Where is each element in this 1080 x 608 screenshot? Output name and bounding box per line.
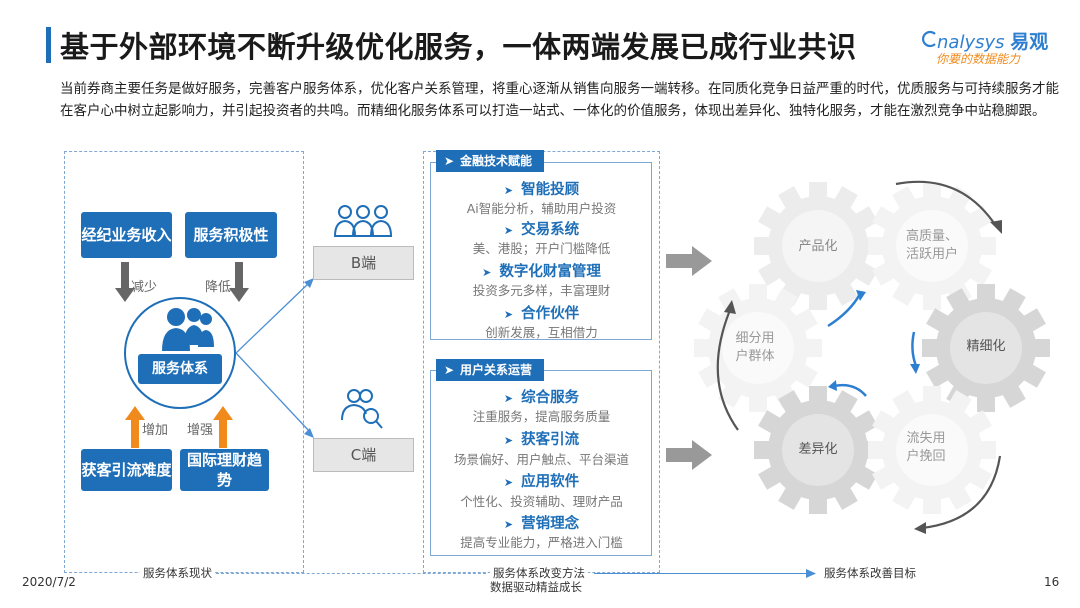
- arrow-bullet-icon: ➤: [503, 518, 514, 531]
- crm-tag: ➤ 用户关系运营: [436, 359, 545, 381]
- box-brokerage-income: 经纪业务收入: [81, 212, 172, 258]
- b-endpoint-box: B端: [313, 246, 414, 280]
- analysys-logo: nalysys 易观 你要的数据能力: [922, 27, 1052, 71]
- team-icon: [162, 308, 214, 351]
- blue-arrow-icon: [911, 331, 918, 367]
- box-intl-wealth-trend: 国际理财趋势: [180, 449, 269, 491]
- title-accent-bar: [46, 27, 51, 63]
- arrow-bullet-icon: ➤: [503, 308, 514, 321]
- item-digital-wealth-desc: 投资多元多样，丰富理财: [472, 283, 611, 298]
- item-integrated-service: ➤综合服务: [503, 390, 580, 406]
- arrow-bullet-icon: ➤: [503, 184, 514, 197]
- gear-label-recall: 流失用户挽回: [906, 431, 946, 464]
- crm-panel: [430, 370, 652, 556]
- flow-label-method: 服务体系改变方法: [490, 565, 588, 581]
- c-user-search-icon: [341, 389, 383, 429]
- service-system-label: 服务体系: [138, 354, 222, 384]
- item-marketing-concept: ➤营销理念: [503, 516, 580, 532]
- blue-arrow-head: [856, 290, 866, 301]
- cycle-arc-icon: [895, 180, 997, 227]
- cycle-arc-icon: [921, 455, 1002, 530]
- fintech-panel: [430, 162, 652, 340]
- b-users-icon: [333, 205, 393, 237]
- gear-recall: [868, 386, 996, 514]
- label-increase: 增加: [142, 423, 169, 438]
- gear-label-differentiate: 差异化: [798, 442, 838, 457]
- flow-line-2: [594, 573, 808, 574]
- gear-label-quality: 高质量、活跃用户: [905, 229, 958, 262]
- arrow-bullet-icon: ➤: [482, 266, 492, 279]
- footer-date: 2020/7/2: [22, 575, 76, 589]
- gear-cluster: [694, 180, 1050, 534]
- arrow-bullet-icon: ➤: [503, 434, 514, 447]
- item-integrated-service-desc: 注重服务，提高服务质量: [472, 409, 611, 424]
- flow-label-goal: 服务体系改善目标: [824, 566, 916, 580]
- cycle-arc-head: [914, 522, 926, 534]
- c-endpoint-box: C端: [313, 438, 414, 472]
- gear-productize: [754, 182, 882, 310]
- cycle-arc-head: [990, 220, 1002, 234]
- cycle-arc-head: [724, 300, 736, 314]
- blue-arrow-head: [828, 380, 837, 391]
- arrow-bullet-icon: ➤: [503, 392, 514, 405]
- big-arrow-right-icon: [666, 246, 712, 276]
- flow-arrow-icon: [806, 569, 816, 578]
- logo-a-icon: [922, 30, 936, 48]
- blue-arrow-icon: [833, 383, 867, 397]
- blue-arrow-icon: [827, 293, 862, 328]
- logo-tagline: 你要的数据能力: [936, 52, 1021, 66]
- box-acquisition-difficulty: 获客引流难度: [81, 449, 172, 491]
- arrow-bullet-icon: ➤: [503, 476, 514, 489]
- arrow-up-left-icon: [125, 406, 145, 448]
- fintech-tag: ➤ 金融技术赋能: [436, 150, 545, 172]
- gear-segment: [694, 284, 822, 412]
- flow-label-method-sub: 数据驱动精益成长: [490, 580, 582, 594]
- label-enhance: 增强: [187, 423, 214, 438]
- chevron-icon: ➤: [444, 363, 455, 377]
- chevron-icon: ➤: [444, 154, 455, 168]
- item-trading-system: ➤交易系统: [503, 222, 580, 238]
- box-service-initiative: 服务积极性: [185, 212, 277, 258]
- intro-paragraph: 当前券商主要任务是做好服务，完善客户服务体系，优化客户关系管理，将重心逐渐从销售…: [60, 81, 1059, 119]
- gear-label-refine: 精细化: [966, 339, 1006, 354]
- arrow-down-right-icon: [229, 262, 249, 302]
- blue-arrow-head: [910, 364, 920, 374]
- gear-quality: [868, 182, 996, 310]
- item-partners: ➤合作伙伴: [503, 306, 580, 322]
- page-title: 基于外部环境不断升级优化服务，一体两端发展已成行业共识: [60, 30, 857, 64]
- item-trading-system-desc: 美、港股；开户门槛降低: [472, 241, 611, 256]
- item-app-software: ➤应用软件: [503, 474, 580, 490]
- item-app-software-desc: 个性化、投资辅助、理财产品: [460, 494, 623, 509]
- gear-label-productize: 产品化: [798, 239, 838, 254]
- label-lower: 降低: [205, 280, 232, 295]
- item-customer-acquisition-desc: 场景偏好、用户触点、平台渠道: [453, 452, 629, 467]
- item-digital-wealth: ➤数字化财富管理: [482, 264, 601, 280]
- gear-differentiate: [754, 386, 882, 514]
- item-robo-advisor-desc: Ai智能分析，辅助用户投资: [466, 201, 617, 216]
- page-number: 16: [1044, 575, 1060, 589]
- flow-line-1: [216, 573, 486, 574]
- flow-label-current: 服务体系现状: [140, 565, 215, 581]
- big-arrow-right-icon: [666, 440, 712, 470]
- item-partners-desc: 创新发展，互相借力: [485, 325, 598, 340]
- service-system-circle: [124, 297, 236, 409]
- item-robo-advisor: ➤智能投顾: [503, 182, 580, 198]
- arrow-down-left-icon: [115, 262, 135, 302]
- arrow-bullet-icon: ➤: [503, 224, 514, 237]
- item-customer-acquisition: ➤获客引流: [503, 432, 580, 448]
- gear-label-segment: 细分用户群体: [735, 331, 775, 364]
- gear-refine: [922, 284, 1050, 412]
- cycle-arc-icon: [716, 309, 739, 431]
- arrow-up-right-icon: [213, 406, 233, 448]
- item-marketing-concept-desc: 提高专业能力，严格进入门槛: [460, 535, 623, 550]
- logo-main: nalysys 易观: [922, 27, 1048, 54]
- label-reduce: 减少: [131, 280, 158, 295]
- branch-lines: [236, 278, 314, 438]
